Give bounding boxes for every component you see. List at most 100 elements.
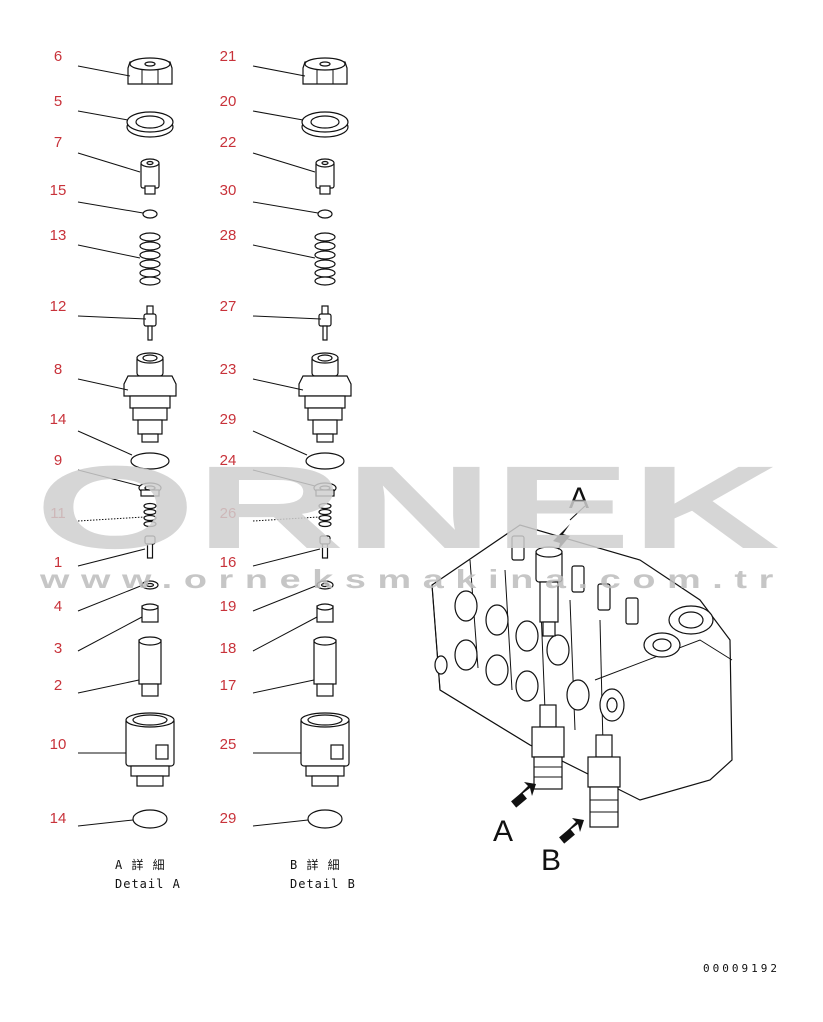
drawing-code: 00009192 — [703, 962, 780, 975]
port-holes — [434, 590, 714, 722]
leader-line — [77, 548, 146, 567]
callout-number: 8 — [54, 361, 62, 378]
leader-line — [77, 110, 129, 121]
o-ring-part — [305, 452, 345, 470]
callout-number: 27 — [220, 298, 237, 315]
cap-nut-part — [302, 57, 348, 85]
callout-number: 24 — [220, 452, 237, 469]
callout-number: 10 — [50, 736, 67, 753]
leader-line — [252, 430, 308, 456]
callout-number: 13 — [50, 227, 67, 244]
callout-number: 18 — [220, 640, 237, 657]
callout-number: 7 — [54, 134, 62, 151]
callout-number: 19 — [220, 598, 237, 615]
callout-number: 20 — [220, 93, 237, 110]
leader-line — [252, 244, 316, 259]
view-label-top: A — [569, 482, 589, 515]
leader-line — [252, 65, 306, 77]
seat-part — [138, 482, 162, 497]
valve-body-part — [298, 352, 352, 443]
callout-number: 21 — [220, 48, 237, 65]
leader-line — [252, 315, 322, 320]
callout-number: 23 — [220, 361, 237, 378]
o-ring-part — [130, 452, 170, 470]
plug-part — [125, 712, 175, 787]
detail-a-caption-jp: A 詳 細 — [115, 857, 166, 872]
holder-part — [315, 158, 335, 195]
view-arrow-a — [511, 782, 536, 808]
leader-line — [77, 378, 129, 391]
leader-line — [77, 152, 141, 173]
leader-line — [252, 110, 304, 121]
detail-b-caption-jp: B 詳 細 — [290, 857, 341, 872]
watermark: ORNEK www.orneksmakina.com.tr — [35, 442, 785, 594]
leader-line — [77, 65, 131, 77]
callout-number: 16 — [220, 554, 237, 571]
relief-valve-b — [587, 734, 621, 828]
lock-nut-part — [301, 111, 349, 138]
callout-number: 26 — [220, 505, 237, 522]
callout-number: 11 — [50, 505, 66, 522]
relief-valve-a-bottom — [531, 704, 565, 790]
callout-number: 3 — [54, 640, 62, 657]
seat-part — [313, 482, 337, 497]
callout-number: 29 — [220, 810, 237, 827]
leader-line — [252, 616, 318, 652]
view-label-b: B — [541, 844, 561, 877]
view-arrow-top — [553, 505, 586, 550]
valve-body-part — [123, 352, 177, 443]
callout-number: 9 — [54, 452, 62, 469]
leader-line — [252, 378, 304, 391]
plug-part — [300, 712, 350, 787]
poppet-part — [319, 535, 331, 559]
watermark-url: www.orneksmakina.com.tr — [39, 564, 785, 594]
callout-number: 2 — [54, 677, 62, 694]
leader-line — [252, 469, 316, 487]
pilot-pin-part — [318, 305, 332, 341]
callout-number: 1 — [54, 554, 62, 571]
callout-number: 14 — [50, 810, 67, 827]
ball-part — [142, 209, 158, 219]
callout-number: 5 — [54, 93, 62, 110]
callout-number: 29 — [220, 411, 237, 428]
detail-a-caption-en: Detail A — [115, 877, 181, 891]
leader-line — [252, 548, 321, 567]
leader-line — [77, 819, 134, 827]
poppet-part — [144, 535, 156, 559]
detail-b-caption-en: Detail B — [290, 877, 356, 891]
spool-caps — [511, 535, 639, 625]
leader-line — [252, 819, 309, 827]
callout-number: 22 — [220, 134, 237, 151]
callout-number: 12 — [50, 298, 67, 315]
view-arrow-b — [559, 818, 584, 844]
leader-line — [252, 516, 320, 522]
callout-number: 15 — [50, 182, 67, 199]
leader-line — [252, 152, 316, 173]
leader-line — [77, 516, 145, 522]
sleeve-part — [138, 636, 162, 697]
relief-valve-a — [535, 546, 563, 637]
leader-line — [252, 201, 319, 214]
callout-number: 28 — [220, 227, 237, 244]
leader-line — [252, 584, 319, 612]
callout-number: 25 — [220, 736, 237, 753]
leader-line — [77, 469, 141, 487]
bottom-o-ring-part — [307, 809, 343, 829]
spring-part — [139, 232, 161, 286]
leader-line — [252, 679, 315, 694]
small-spring-part — [143, 502, 157, 528]
collar-part — [141, 603, 159, 623]
washer-part — [141, 580, 159, 590]
small-spring-part — [318, 502, 332, 528]
control-valve-assembly — [431, 505, 733, 844]
bottom-o-ring-part — [132, 809, 168, 829]
sleeve-part — [313, 636, 337, 697]
callout-number: 14 — [50, 411, 67, 428]
leader-line — [77, 201, 144, 214]
watermark-text: ORNEK — [35, 442, 780, 574]
leader-line — [77, 679, 140, 694]
holder-part — [140, 158, 160, 195]
